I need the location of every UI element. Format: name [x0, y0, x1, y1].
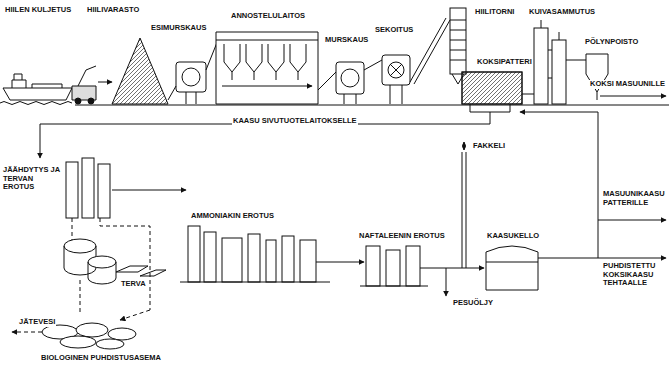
process-label: KUIVASAMMUTUS [528, 8, 596, 17]
process-label: JÄTEVESI [18, 318, 56, 327]
process-label: SEKOITUS [374, 26, 414, 35]
process-label: ANNOSTELULAITOS [230, 12, 306, 21]
process-label: HIILITORNI [474, 8, 515, 17]
process-label: HIILIVARASTO [86, 6, 140, 15]
process-label: AMMONIAKIN EROTUS [190, 212, 275, 221]
process-label: BIOLOGINEN PUHDISTUSASEMA [40, 354, 162, 363]
process-label: TERVA [120, 280, 147, 289]
process-label: PUHDISTETTU KOKSIKAASU TEHTAALLE [602, 262, 666, 288]
process-label: FAKKELI [472, 142, 506, 151]
process-label: ESIMURSKAUS [150, 24, 207, 33]
process-label: KOKSIPATTERI [476, 58, 533, 67]
process-label: PÖLYNPOISTO [584, 38, 639, 47]
process-label: KAASUKELLO [486, 232, 540, 241]
process-label: HIILEN KULJETUS [4, 6, 72, 15]
process-label: KAASU SIVUTUOTELAITOKSELLE [232, 117, 358, 126]
process-label: MASUUNIKAASU PATTERILLE [602, 190, 666, 207]
process-label: JÄÄHDYTYS JA TERVAN EROTUS [2, 166, 62, 192]
process-label: MURSKAUS [324, 36, 369, 45]
process-label: KOKSI MASUUNILLE [589, 80, 666, 89]
process-label: NAFTALEENIN EROTUS [358, 232, 446, 241]
process-label: PESUÖLJY [452, 299, 494, 308]
